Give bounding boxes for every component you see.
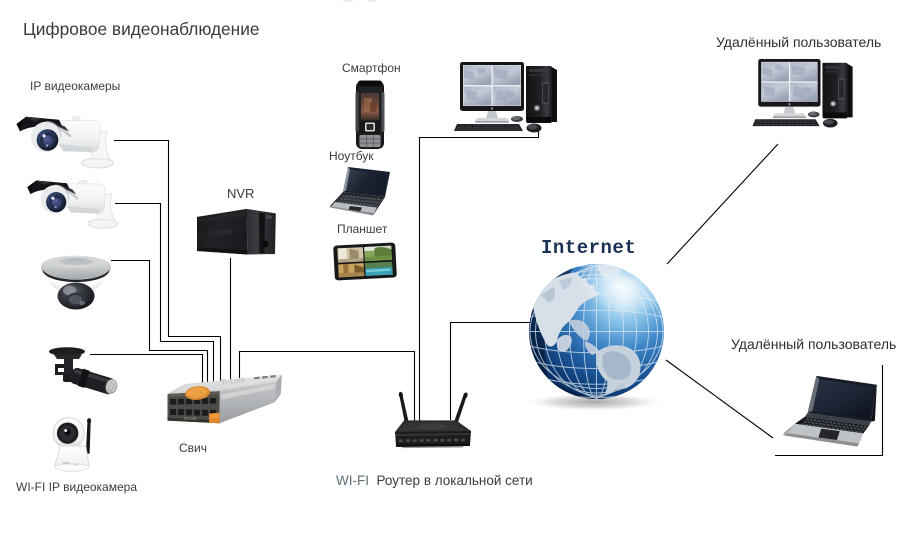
svg-text:D-LINK: D-LINK: [208, 229, 232, 238]
svg-text:D-Link: D-Link: [221, 375, 246, 386]
svg-text:D-Link: D-Link: [184, 416, 197, 421]
